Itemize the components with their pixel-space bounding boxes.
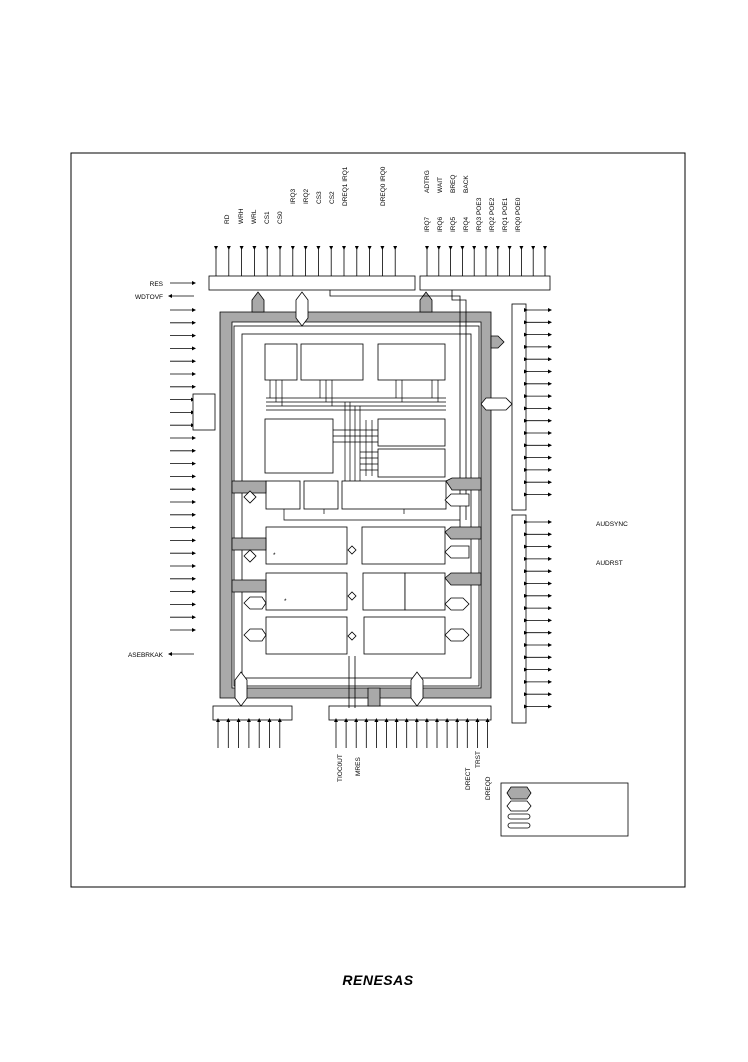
asterisk-mark-2: * [284, 598, 287, 605]
top-label: WRL [251, 209, 258, 224]
top-label: ADTRG [424, 170, 431, 193]
block-peripheral-4b [404, 572, 446, 611]
top-pin-arrows [214, 246, 547, 276]
outer-frame [70, 152, 686, 888]
internal-bus-outer [233, 325, 480, 687]
internal-bus-inner [241, 333, 472, 679]
asterisk-mark-1: * [273, 552, 276, 559]
top-label: CS3 [316, 191, 323, 204]
block-peripheral-6 [363, 616, 446, 655]
top-label: IRQ3 POE3 [476, 197, 483, 232]
bottom-label: TRST [475, 751, 482, 768]
top-label-dreq1: DREQ1 IRQ1 [342, 166, 349, 206]
right-pin-arrows [524, 308, 552, 709]
legend-symbol-line-a [507, 813, 531, 820]
block-mid-3 [341, 480, 447, 510]
top-control-line [329, 290, 467, 528]
block-cache-2 [377, 448, 446, 478]
bottom-label: MRES [355, 757, 362, 776]
bottom-bus-connectors [234, 671, 424, 707]
top-label: IRQ3 [290, 188, 297, 204]
bottom-pin-arrows [216, 718, 490, 748]
bus-link-top-right [419, 291, 433, 313]
right-signal-labels: AUDSYNC AUDRST [596, 521, 628, 567]
left-label-wdtovf: WDTOVF [135, 294, 163, 301]
top-label: RD [224, 214, 231, 224]
block-cpu-3 [377, 343, 446, 381]
block-cpu-1 [264, 343, 298, 381]
top-port-bar-left [208, 275, 416, 291]
cpu-bus-wiring [266, 380, 446, 484]
top-label: IRQ5 [450, 216, 457, 232]
top-label: BREQ [450, 175, 457, 193]
bus-link-right-1 [490, 335, 505, 349]
top-label: IRQ4 [463, 216, 470, 232]
left-label-asebrkak: ASEBRKAK [128, 652, 164, 659]
right-port-bar-lower [511, 514, 527, 724]
top-label: CS1 [264, 211, 271, 224]
block-peripheral-1 [265, 526, 348, 565]
top-port-bar-right [419, 275, 551, 291]
block-peripheral-5 [265, 616, 348, 655]
mid-bus-lines [283, 509, 460, 521]
top-label: IRQ0 POE0 [515, 197, 522, 232]
renesas-logo: RENESAS [342, 972, 414, 988]
legend-symbol-white-bus [506, 800, 532, 812]
block-cache-1 [377, 418, 446, 447]
right-label-audrst: AUDRST [596, 560, 623, 567]
left-bus-connectors [231, 480, 267, 642]
block-peripheral-2 [361, 526, 446, 565]
center-connectors [347, 545, 357, 708]
right-label-audsync: AUDSYNC [596, 521, 628, 528]
top-label: CS0 [277, 211, 284, 224]
bottom-label: DREQD [485, 776, 492, 800]
legend-symbol-grey-bus [506, 786, 532, 800]
left-pin-arrows [168, 281, 196, 656]
bus-link-top-mid [295, 291, 309, 327]
bottom-label: TIOC0UT [337, 754, 344, 782]
top-signal-labels: RD WRH WRL CS1 CS0 IRQ3 IRQ2 CS3 CS2 DREQ1 IRQ1 DR… [224, 166, 522, 232]
bus-link-right-2 [480, 397, 513, 411]
bottom-port-bar-left [212, 705, 293, 721]
left-port-box [192, 393, 216, 431]
block-peripheral-3 [265, 572, 348, 611]
block-mid-2 [303, 480, 339, 510]
top-label: IRQ6 [437, 216, 444, 232]
bottom-label: DRECT [465, 768, 472, 790]
left-label-res: RES [150, 281, 164, 288]
top-label: WAIT [437, 177, 444, 193]
top-label: BACK [463, 175, 470, 193]
top-label: WRH [238, 208, 245, 224]
bus-link-top-left [251, 291, 265, 313]
peripheral-bus [219, 311, 492, 699]
top-label: IRQ7 [424, 216, 431, 232]
bottom-port-bar-right [328, 705, 492, 721]
top-label: CS2 [329, 191, 336, 204]
top-label: IRQ1 POE1 [502, 197, 509, 232]
block-cpu-2 [300, 343, 364, 381]
right-port-bar-upper [511, 303, 527, 511]
block-core [264, 418, 334, 474]
top-label: IRQ2 [303, 188, 310, 204]
top-label: IRQ2 POE2 [489, 197, 496, 232]
left-signal-labels: RES WDTOVF ASEBRKAK [128, 281, 164, 659]
top-label-dreq0: DREQ0 IRQ0 [380, 166, 387, 206]
legend-symbol-line-b [507, 822, 531, 829]
block-peripheral-4a [362, 572, 406, 611]
block-mid-1 [265, 480, 301, 510]
right-bus-connectors [444, 477, 482, 642]
